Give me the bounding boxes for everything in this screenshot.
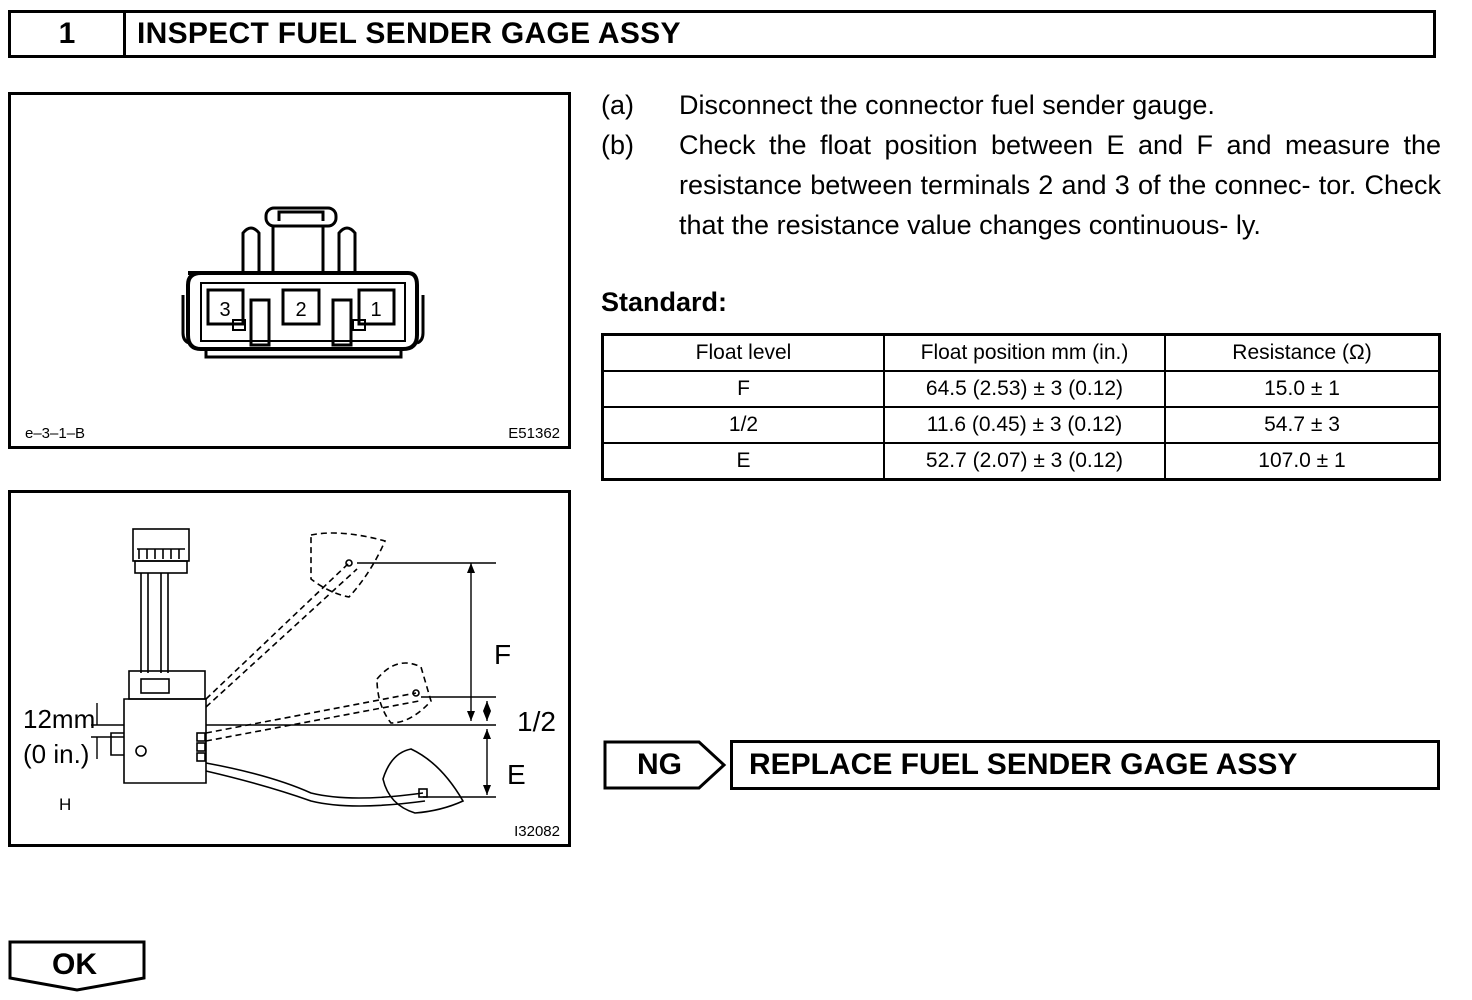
ok-label: OK [52,948,97,981]
column-header: Resistance (Ω) [1164,333,1441,372]
terminal-3-label: 3 [219,299,230,321]
ok-arrow-shape [8,940,146,992]
table-cell: 107.0 ± 1 [1164,442,1441,481]
float-diagram [91,528,496,814]
figure-code: I32082 [514,823,560,840]
instruction-mark: (a) [601,90,634,120]
table-cell: E [601,442,885,481]
standard-label: Standard: [601,287,728,317]
step-title: INSPECT FUEL SENDER GAGE ASSY [137,17,681,50]
table-cell: 1/2 [601,406,885,444]
ok-tag: OK [8,940,146,992]
label-0in: (0 in.) [23,739,90,769]
table-row: 1/2 11.6 (0.45) ± 3 (0.12) 54.7 ± 3 [601,406,1441,444]
column-header: Float position mm (in.) [883,333,1166,372]
table-row: E 52.7 (2.07) ± 3 (0.12) 107.0 ± 1 [601,442,1441,481]
table-cell: 52.7 (2.07) ± 3 (0.12) [883,442,1166,481]
figure-code-right: E51362 [508,425,560,442]
float-position-figure: F 1/2 E 12mm (0 in.) H I32082 [8,490,571,847]
label-half: 1/2 [517,706,556,737]
instruction-text: Disconnect the connector fuel sender gau… [679,90,1215,120]
instruction-b: (b) Check the float position between E a… [601,125,1441,285]
standard-table: Float level Float position mm (in.) Resi… [601,333,1441,481]
connector-figure: 3 2 1 e–3–1–B E51362 [8,92,571,449]
terminal-2-label: 2 [295,299,306,321]
ng-result-box: REPLACE FUEL SENDER GAGE ASSY [730,740,1440,790]
instruction-a: (a) Disconnect the connector fuel sender… [601,85,1441,125]
step-header: 1 INSPECT FUEL SENDER GAGE ASSY [8,10,1436,58]
ng-label: NG [637,748,682,781]
ng-arrow-shape [603,740,727,790]
column-header: Float level [601,333,885,372]
label-12mm: 12mm [23,704,96,734]
label-F: F [494,639,512,670]
figure-code-left: e–3–1–B [25,425,86,442]
label-E: E [507,759,526,790]
terminal-1-label: 1 [370,299,381,321]
table-cell: 64.5 (2.53) ± 3 (0.12) [883,370,1166,408]
table-row: F 64.5 (2.53) ± 3 (0.12) 15.0 ± 1 [601,370,1441,408]
table-header-row: Float level Float position mm (in.) Resi… [601,333,1441,372]
table-cell: 11.6 (0.45) ± 3 (0.12) [883,406,1166,444]
table-cell: 54.7 ± 3 [1164,406,1441,444]
label-H: H [59,795,72,814]
connector-drawing: 3 2 1 [181,206,425,359]
table-cell: 15.0 ± 1 [1164,370,1441,408]
step-number: 1 [11,13,126,55]
table-cell: F [601,370,885,408]
instruction-mark: (b) [601,130,634,160]
instruction-text: Check the float position between E and F… [679,130,1441,240]
ng-tag: NG [603,740,727,790]
